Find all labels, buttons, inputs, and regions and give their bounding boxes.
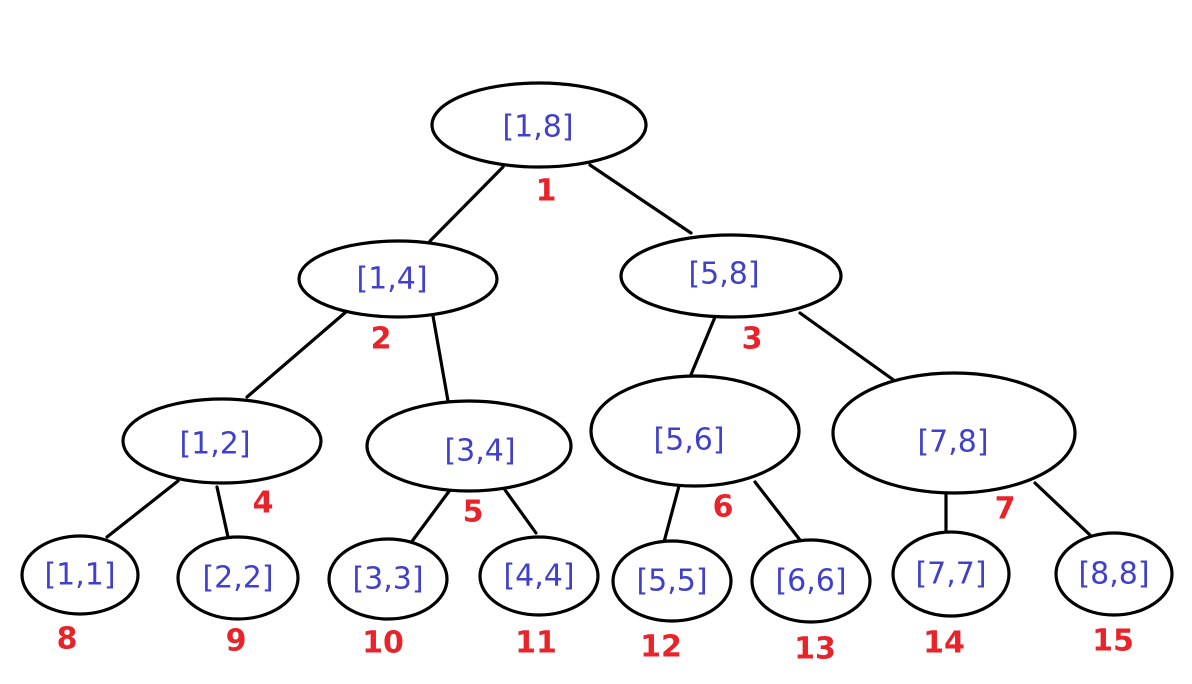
node-ellipse xyxy=(121,397,323,485)
node-ellipse xyxy=(611,539,733,623)
node-ellipse xyxy=(831,371,1077,495)
node-interval-label: [2,2] xyxy=(202,561,273,596)
node-index-label: 6 xyxy=(713,490,734,525)
node-ellipse xyxy=(478,535,600,617)
node-index-label: 12 xyxy=(640,630,682,665)
node-ellipse xyxy=(750,538,872,624)
node-interval-label: [1,1] xyxy=(44,558,115,593)
tree-edge xyxy=(688,315,717,379)
node-interval-label: [1,4] xyxy=(356,262,427,297)
node-index-label: 8 xyxy=(57,622,78,657)
node-index-label: 14 xyxy=(923,626,965,661)
tree-node: [1,4] xyxy=(297,239,499,319)
node-index-label: 15 xyxy=(1092,624,1134,659)
node-ellipse xyxy=(365,399,573,493)
tree-edge xyxy=(662,484,681,544)
node-interval-label: [4,4] xyxy=(503,559,574,594)
node-ellipse xyxy=(176,535,300,621)
tree-node: [3,3] xyxy=(327,537,449,621)
node-interval-label: [3,3] xyxy=(352,562,423,597)
node-index-label: 1 xyxy=(536,174,557,209)
tree-node: [5,8] xyxy=(619,233,843,319)
node-ellipse xyxy=(297,239,499,319)
tree-node: [2,2] xyxy=(176,535,300,621)
node-interval-label: [3,4] xyxy=(444,434,515,469)
node-ellipse xyxy=(891,530,1011,618)
tree-edges xyxy=(105,163,1092,546)
tree-edge xyxy=(245,309,349,399)
tree-node: [1,8] xyxy=(430,81,648,169)
tree-node: [8,8] xyxy=(1054,531,1174,617)
node-ellipse xyxy=(327,537,449,621)
node-interval-label: [5,8] xyxy=(688,257,759,292)
tree-node: [5,5] xyxy=(611,539,733,623)
node-ellipse xyxy=(589,374,801,488)
tree-node: [3,4] xyxy=(365,399,573,493)
node-index-label: 11 xyxy=(515,626,557,661)
tree-node: [7,8] xyxy=(831,371,1077,495)
tree-node: [1,1] xyxy=(20,534,140,616)
tree-edge xyxy=(588,163,693,235)
node-interval-label: [5,6] xyxy=(653,423,724,458)
tree-edge xyxy=(503,488,538,535)
node-index-label: 2 xyxy=(371,322,392,357)
node-ellipse xyxy=(1054,531,1174,617)
node-index-label: 13 xyxy=(794,632,836,667)
node-index-label: 3 xyxy=(742,322,763,357)
tree-node: [1,2] xyxy=(121,397,323,485)
tree-node: [5,6] xyxy=(589,374,801,488)
node-index-label: 9 xyxy=(226,624,247,659)
node-interval-label: [8,8] xyxy=(1078,557,1149,592)
node-index-label: 10 xyxy=(362,626,404,661)
tree-node: [6,6] xyxy=(750,538,872,624)
node-interval-label: [7,7] xyxy=(915,557,986,592)
node-interval-label: [1,8] xyxy=(502,110,573,145)
tree-node: [7,7] xyxy=(891,530,1011,618)
node-index-label: 5 xyxy=(463,495,484,530)
tree-edge xyxy=(428,165,505,243)
node-ellipse xyxy=(20,534,140,616)
tree-edge xyxy=(408,488,452,546)
node-interval-label: [6,6] xyxy=(775,564,846,599)
tree-edge xyxy=(798,311,897,383)
node-index-label: 7 xyxy=(995,492,1016,527)
tree-node: [4,4] xyxy=(478,535,600,617)
node-index-label: 4 xyxy=(253,486,274,521)
tree-nodes: [1,8] [1,4] [5,8] [1,2] [3,4] [5,6] [7,8] [1,1]… xyxy=(20,81,1174,624)
tree-edge xyxy=(753,480,802,542)
node-ellipse xyxy=(619,233,843,319)
node-interval-label: [5,5] xyxy=(636,564,707,599)
node-interval-label: [7,8] xyxy=(917,425,988,460)
tree-edge xyxy=(215,485,230,539)
tree-edge xyxy=(1033,481,1092,537)
tree-edge xyxy=(431,314,450,403)
tree-edge xyxy=(105,479,180,539)
node-interval-label: [1,2] xyxy=(179,427,250,462)
node-ellipse xyxy=(430,81,648,169)
